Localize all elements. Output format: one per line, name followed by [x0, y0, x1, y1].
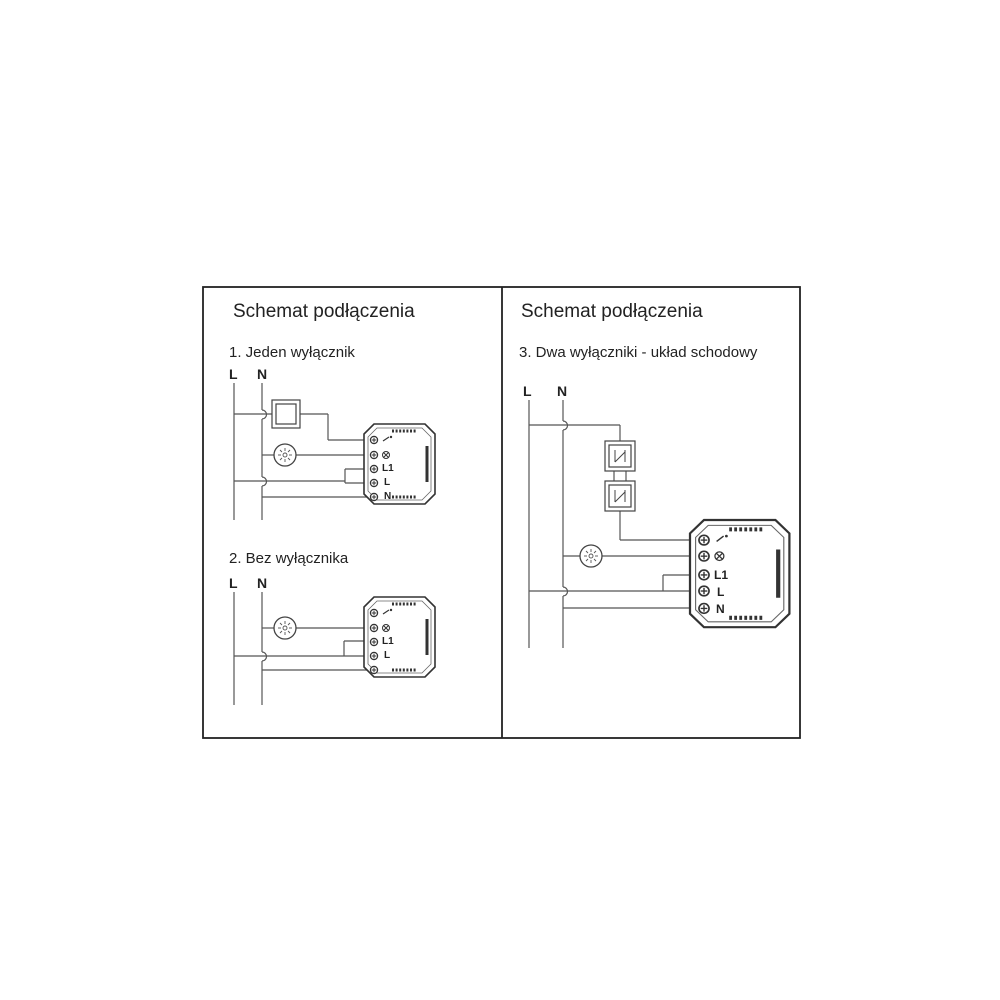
terminal-l-label: L	[384, 477, 391, 488]
screw-icon	[369, 623, 379, 633]
screw-icon	[698, 569, 710, 581]
diagram-1-caption: 1. Jeden wyłącznik	[229, 344, 355, 361]
lamp-icon	[273, 616, 297, 640]
rail-n-label: N	[257, 575, 268, 591]
screw-icon	[369, 665, 379, 675]
lamp-icon	[579, 544, 603, 568]
diagram-3-caption: 3. Dwa wyłączniki - układ schodowy	[519, 344, 758, 361]
module-3	[690, 520, 789, 627]
switch-icon	[271, 399, 301, 429]
terminal-n-label: N	[716, 602, 725, 616]
screw-icon	[369, 478, 379, 488]
lamp-terminal-icon	[714, 551, 725, 562]
lamp-terminal-icon	[382, 624, 390, 632]
switch-terminal-icon	[382, 609, 390, 615]
switch-terminal-icon	[382, 436, 390, 442]
terminal-l1-label: L1	[714, 568, 729, 582]
diagram-2-caption: 2. Bez wyłącznika	[229, 550, 349, 567]
screw-icon	[698, 550, 710, 562]
module-1	[362, 422, 437, 506]
screw-icon	[369, 450, 379, 460]
screw-icon	[369, 464, 379, 474]
screw-icon	[369, 651, 379, 661]
diagram-1	[233, 383, 371, 520]
screw-icon	[369, 608, 379, 618]
terminal-l1-label: L1	[382, 463, 394, 474]
terminal-n-label: N	[384, 491, 392, 502]
screw-icon	[369, 435, 379, 445]
diagram-3	[528, 400, 697, 648]
rail-n-label: N	[257, 366, 268, 382]
screw-icon	[369, 637, 379, 647]
rail-l-label: L	[229, 575, 238, 591]
diagram-2	[233, 592, 371, 705]
lamp-terminal-icon	[382, 451, 390, 459]
terminal-l1-label: L1	[382, 636, 394, 647]
screw-icon	[369, 492, 379, 502]
lamp-icon	[273, 443, 297, 467]
staircase-switch-icon	[604, 440, 636, 472]
staircase-switch-icon	[604, 480, 636, 512]
terminal-l-label: L	[384, 650, 391, 661]
switch-terminal-icon	[716, 535, 725, 542]
rail-n-label: N	[557, 383, 568, 399]
panel-2-title: Schemat podłączenia	[521, 301, 703, 322]
rail-l-label: L	[229, 366, 238, 382]
rail-l-label: L	[523, 383, 532, 399]
screw-icon	[698, 585, 710, 597]
terminal-l-label: L	[717, 585, 725, 599]
panel-1-title: Schemat podłączenia	[233, 301, 415, 322]
screw-icon	[698, 534, 710, 546]
screw-icon	[698, 602, 710, 615]
module-2	[362, 595, 437, 679]
